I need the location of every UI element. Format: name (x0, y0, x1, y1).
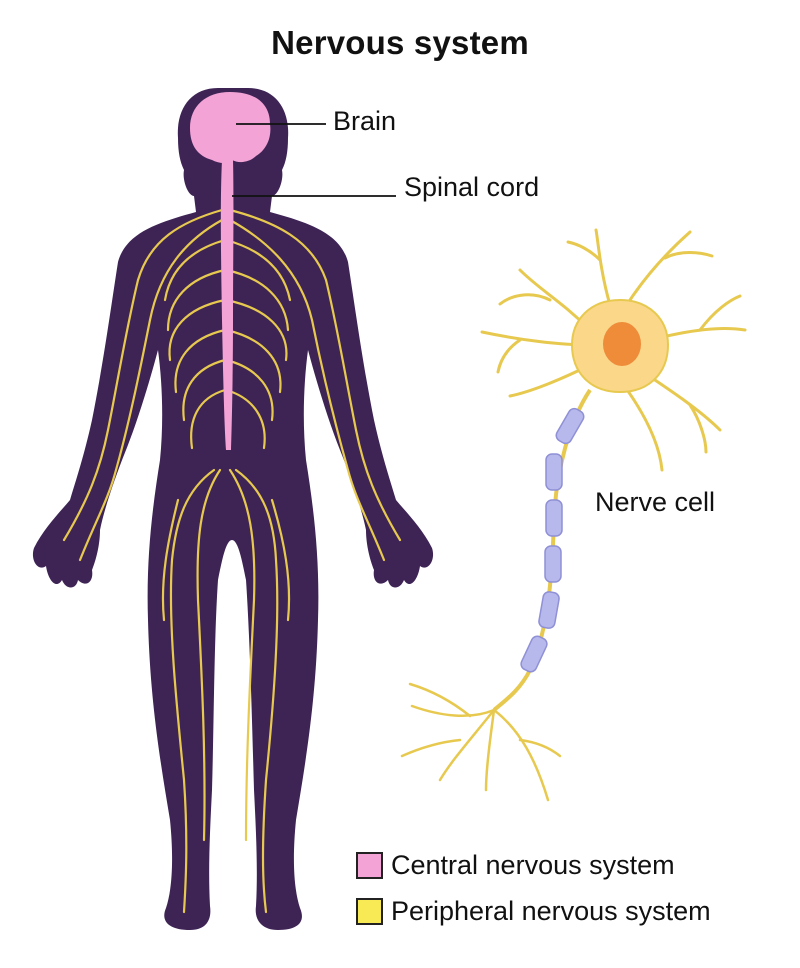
leader-lines (232, 123, 396, 197)
brain-label: Brain (333, 106, 397, 136)
spinal-cord-shape (220, 160, 234, 450)
diagram-title: Nervous system (271, 24, 529, 61)
legend-item-peripheral: Peripheral nervous system (356, 896, 711, 927)
central-nervous-system (190, 92, 271, 450)
legend-label-central: Central nervous system (391, 850, 675, 880)
nerve-cell-label: Nerve cell (595, 487, 716, 517)
legend-label-peripheral: Peripheral nervous system (391, 896, 711, 926)
nerve-cell (400, 228, 747, 802)
nucleus (603, 322, 641, 366)
brain-shape (190, 92, 271, 163)
legend-swatch-central (356, 852, 383, 879)
legend-swatch-peripheral (356, 898, 383, 925)
legend-item-central: Central nervous system (356, 850, 675, 881)
peripheral-nerves (62, 208, 402, 914)
spinal-cord-label: Spinal cord (404, 172, 540, 202)
